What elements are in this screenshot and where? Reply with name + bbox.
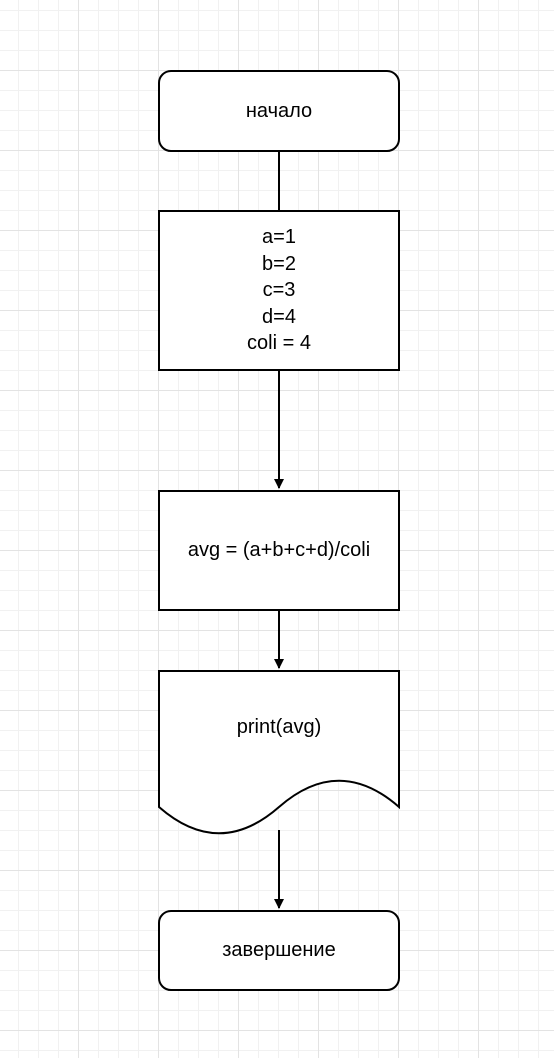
init-line-d: d=4 (262, 305, 296, 328)
init-process-shape[interactable] (158, 210, 400, 371)
init-line-b: b=2 (262, 252, 296, 275)
init-label: a=1 b=2 c=3 d=4 coli = 4 (159, 211, 399, 370)
start-terminator-shape[interactable] (158, 70, 400, 152)
init-line-coli: coli = 4 (247, 332, 311, 355)
end-terminator-shape[interactable] (158, 910, 400, 991)
output-label-text: print(avg) (236, 715, 322, 738)
init-line-a: a=1 (262, 226, 296, 249)
start-label: начало (159, 71, 399, 151)
output-document-shape[interactable] (158, 670, 400, 835)
end-label: завершение (159, 911, 399, 990)
compute-label: avg = (a+b+c+d)/coli (159, 491, 399, 610)
compute-process-shape[interactable] (158, 490, 400, 611)
init-line-c: c=3 (262, 279, 296, 302)
output-label: print(avg) (159, 671, 399, 783)
start-label-text: начало (245, 99, 313, 122)
compute-label-text: avg = (a+b+c+d)/coli (187, 539, 371, 562)
end-label-text: завершение (222, 939, 336, 962)
